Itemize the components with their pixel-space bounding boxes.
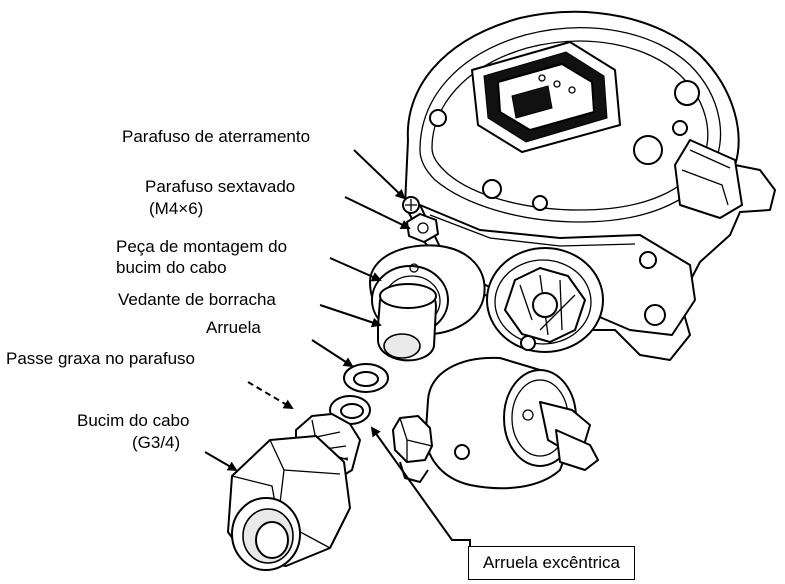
lower-cylinder xyxy=(424,356,599,490)
label-ground-screw: Parafuso de aterramento xyxy=(122,127,311,146)
hex-nut xyxy=(392,415,433,483)
leader-lines xyxy=(204,149,471,547)
cable-gland-part xyxy=(227,413,361,571)
washer-part xyxy=(343,363,389,393)
label-cable-gland-size: (G3/4) xyxy=(132,433,181,452)
label-rubber-seal: Vedante de borracha xyxy=(118,290,276,309)
label-grease-note: Passe graxa no parafuso xyxy=(6,349,196,368)
label-hex-screw-size: (M4×6) xyxy=(149,199,204,218)
label-cable-gland: Bucim do cabo xyxy=(77,411,190,430)
label-gland-mount: Peça de montagem do xyxy=(116,237,288,256)
label-gland-mount-2: bucim do cabo xyxy=(116,258,227,277)
label-washer: Arruela xyxy=(206,318,261,337)
label-eccentric-washer: Arruela excêntrica xyxy=(468,546,636,580)
rubber-seal-part xyxy=(377,283,437,362)
ground-screw-part xyxy=(402,196,420,214)
second-port xyxy=(486,247,604,353)
label-hex-screw: Parafuso sextavado xyxy=(145,177,296,196)
hex-screw-part xyxy=(406,213,439,243)
